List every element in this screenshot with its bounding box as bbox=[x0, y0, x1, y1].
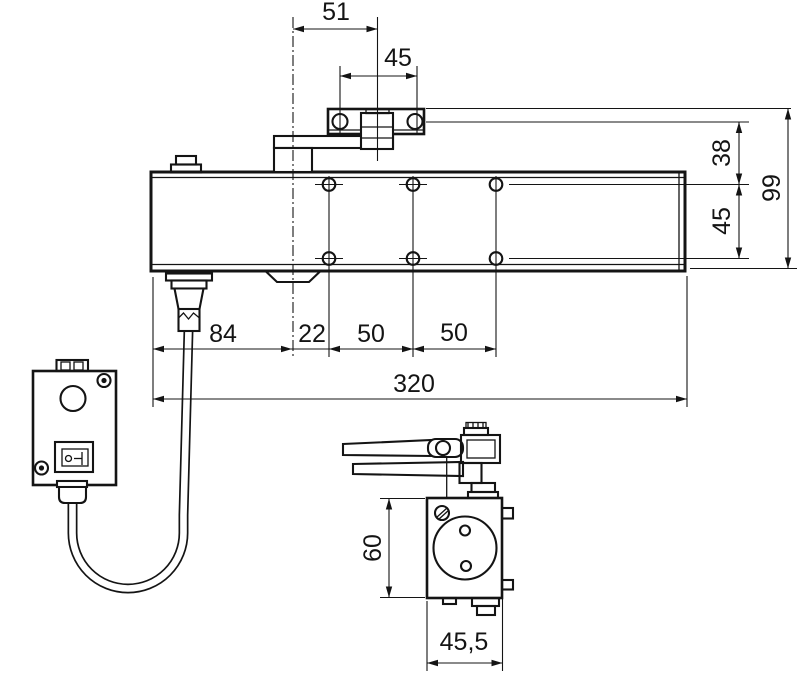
dim-label-50b: 50 bbox=[440, 319, 468, 347]
switch-frame bbox=[53, 440, 95, 474]
connector-neck bbox=[173, 287, 205, 311]
dim-label-50a: 50 bbox=[357, 320, 385, 348]
screw-hole bbox=[488, 177, 504, 192]
connector-crimp-line bbox=[178, 312, 200, 321]
arm-bar-lower bbox=[351, 460, 465, 478]
connector-block bbox=[170, 279, 208, 290]
screw-slot-line bbox=[438, 509, 450, 520]
power-switch bbox=[53, 440, 95, 474]
cable-core bbox=[69, 329, 192, 592]
dim-label-45-right: 45 bbox=[708, 207, 736, 235]
screw-slot-line bbox=[436, 507, 448, 518]
bracket-screw-hole-right bbox=[406, 112, 424, 131]
screw-hole bbox=[321, 177, 337, 192]
door-closer-top-view bbox=[67, 154, 687, 594]
screw-bottom-left bbox=[33, 460, 50, 476]
arm-bar-upper bbox=[341, 438, 434, 458]
terminal-pin bbox=[60, 361, 71, 371]
piston-circle bbox=[432, 515, 498, 581]
screw-hole bbox=[321, 251, 337, 266]
dim-label-84: 84 bbox=[209, 320, 237, 348]
arm-head-assembly bbox=[458, 421, 502, 500]
door-closer-side-view bbox=[341, 421, 515, 617]
foot-left bbox=[441, 596, 458, 606]
valve-cap-base bbox=[169, 163, 203, 174]
dim-label-38: 38 bbox=[708, 139, 736, 167]
cable-outline bbox=[67, 329, 194, 594]
stem-base bbox=[470, 481, 497, 494]
side-tab-lower bbox=[500, 578, 515, 591]
mounting-holes bbox=[315, 176, 504, 357]
cable-entry-hole bbox=[59, 384, 87, 413]
dim-label-22: 22 bbox=[298, 320, 326, 348]
screw-hole bbox=[405, 177, 421, 192]
side-tab-upper bbox=[500, 506, 515, 520]
closer-body-outline bbox=[149, 170, 687, 273]
connector-plug bbox=[177, 307, 201, 333]
terminal-pin bbox=[73, 361, 84, 371]
dim-label-45-5: 45,5 bbox=[440, 628, 489, 656]
dim-label-51: 51 bbox=[322, 0, 350, 26]
clevis-pin bbox=[434, 439, 452, 457]
valve-cap-top bbox=[174, 154, 198, 166]
knurl-band bbox=[465, 421, 487, 429]
dimension-annotations: 51 45 84 22 50 50 320 38 45 99 60 45,5 bbox=[152, 0, 797, 671]
box-outline bbox=[31, 369, 118, 487]
screw-top-right bbox=[96, 372, 112, 389]
dim-label-60: 60 bbox=[359, 534, 387, 562]
switch-off-mark bbox=[64, 454, 73, 463]
screw-center bbox=[101, 377, 107, 384]
dim-label-45-top: 45 bbox=[384, 44, 412, 72]
valve-hole-upper bbox=[458, 524, 472, 537]
screw-center bbox=[38, 465, 45, 471]
terminal-block bbox=[55, 358, 90, 373]
screw-hole bbox=[488, 251, 504, 266]
valve-hole-lower bbox=[459, 559, 473, 573]
head-inner bbox=[466, 439, 496, 459]
foot-right-pad bbox=[475, 604, 497, 617]
power-cable bbox=[67, 329, 194, 594]
dim-label-99: 99 bbox=[758, 174, 786, 202]
dim-label-320: 320 bbox=[393, 370, 435, 398]
switch-rocker bbox=[61, 448, 89, 467]
arm-and-bracket bbox=[272, 107, 426, 174]
cable-gland bbox=[57, 485, 88, 505]
cable-connector bbox=[164, 272, 214, 333]
power-supply-box bbox=[31, 358, 118, 505]
pivot-shoe-tab bbox=[263, 270, 323, 284]
screw-hole bbox=[405, 251, 421, 266]
side-body bbox=[425, 496, 504, 600]
